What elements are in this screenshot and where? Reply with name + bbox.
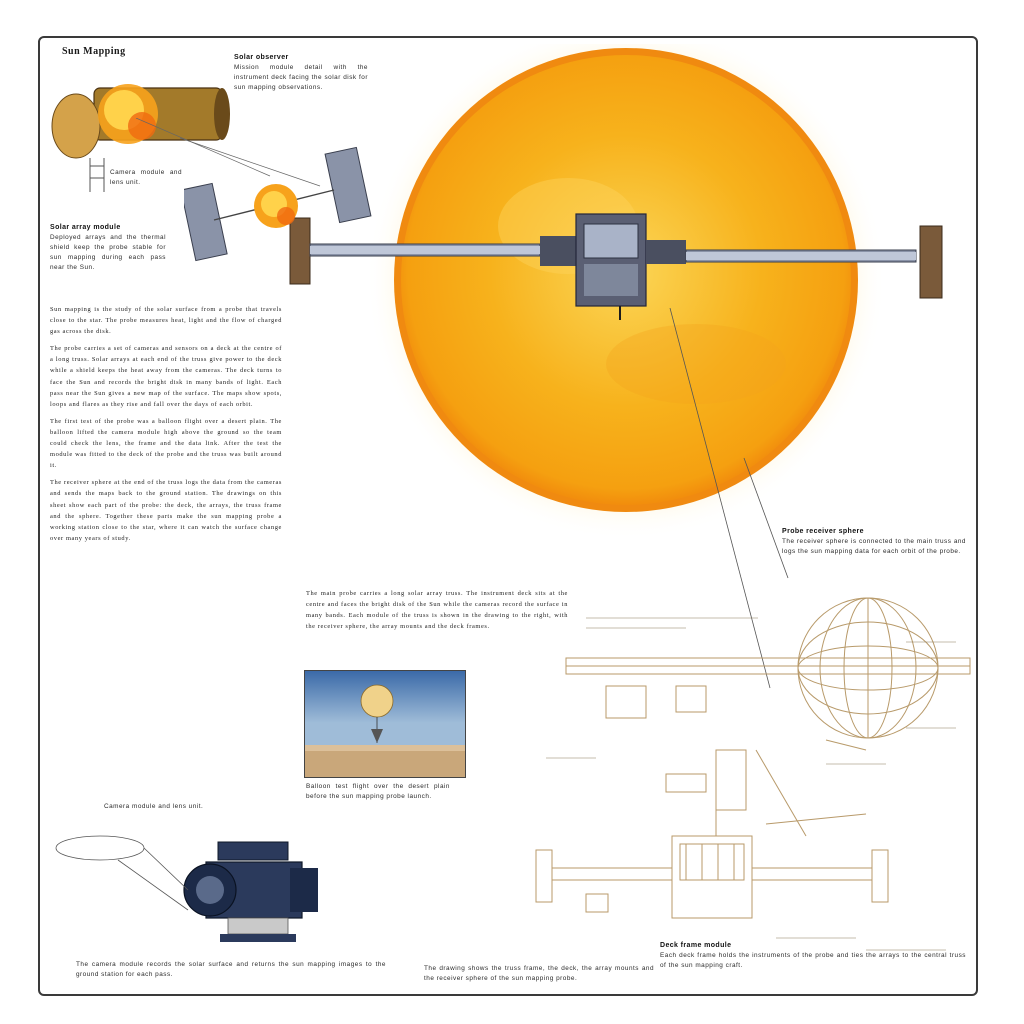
- caption-bottom-center: The drawing shows the truss frame, the d…: [424, 964, 654, 984]
- leader-lines: [135, 118, 321, 187]
- flare-probe-spec: Camera module and lens unit.: [110, 168, 182, 188]
- deck-frame: [671, 835, 753, 919]
- guide-lines: [669, 308, 789, 689]
- callout-heading: Probe receiver sphere: [782, 528, 864, 535]
- article-paragraph: The probe carries a set of cameras and s…: [50, 345, 282, 408]
- array-probe: [184, 146, 372, 262]
- main-probe: [289, 213, 943, 320]
- camera-module: [183, 841, 318, 942]
- callout-text: The receiver sphere is connected to the …: [782, 538, 966, 555]
- article-column: Sun mapping is the study of the solar su…: [50, 304, 282, 550]
- callout-text: Mission module detail with the instrumen…: [234, 64, 368, 91]
- photo-caption-text: Balloon test flight over the desert plai…: [306, 783, 450, 800]
- flare-probe-spec-text: Camera module and lens unit.: [110, 169, 182, 186]
- sheet-frame: Sun Mapping: [38, 36, 978, 996]
- callout-left-mid: Solar array module Deployed arrays and t…: [50, 224, 166, 273]
- article-paragraph: The first test of the probe was a balloo…: [50, 417, 282, 470]
- center-text: The main probe carries a long solar arra…: [306, 588, 568, 638]
- caption-bottom-left: The camera module records the solar surf…: [76, 960, 386, 980]
- article-paragraph: Sun mapping is the study of the solar su…: [50, 306, 282, 336]
- balloon-icon: [360, 684, 394, 718]
- caption-text: The camera module records the solar surf…: [76, 961, 386, 978]
- caption-heading: Deck frame module: [660, 942, 732, 949]
- center-paragraph: The main probe carries a long solar arra…: [306, 590, 568, 631]
- callout-text: Deployed arrays and the thermal shield k…: [50, 234, 166, 271]
- article-paragraph: The receiver sphere at the end of the tr…: [50, 479, 282, 542]
- sun-disk: [366, 44, 886, 540]
- technical-drawing: [535, 597, 971, 951]
- caption-text: The drawing shows the truss frame, the d…: [424, 965, 654, 982]
- caption-text: Each deck frame holds the instruments of…: [660, 952, 966, 969]
- balloon-image: [305, 671, 465, 777]
- camera-caption: Camera module and lens unit.: [104, 802, 224, 812]
- camera-leaders: [55, 835, 189, 911]
- caption-bottom-right: Deck frame module Each deck frame holds …: [660, 942, 966, 971]
- callout-top-right: Solar observer Mission module detail wit…: [234, 54, 368, 93]
- camera-caption-text: Camera module and lens unit.: [104, 803, 204, 810]
- callout-right-mid: Probe receiver sphere The receiver spher…: [782, 528, 966, 557]
- photo-caption: Balloon test flight over the desert plai…: [306, 782, 450, 802]
- sheet-title: Sun Mapping: [62, 46, 126, 57]
- callout-heading: Solar observer: [234, 54, 289, 61]
- callout-heading: Solar array module: [50, 224, 121, 231]
- balloon-photo: [304, 670, 466, 778]
- flare-probe: [51, 84, 230, 192]
